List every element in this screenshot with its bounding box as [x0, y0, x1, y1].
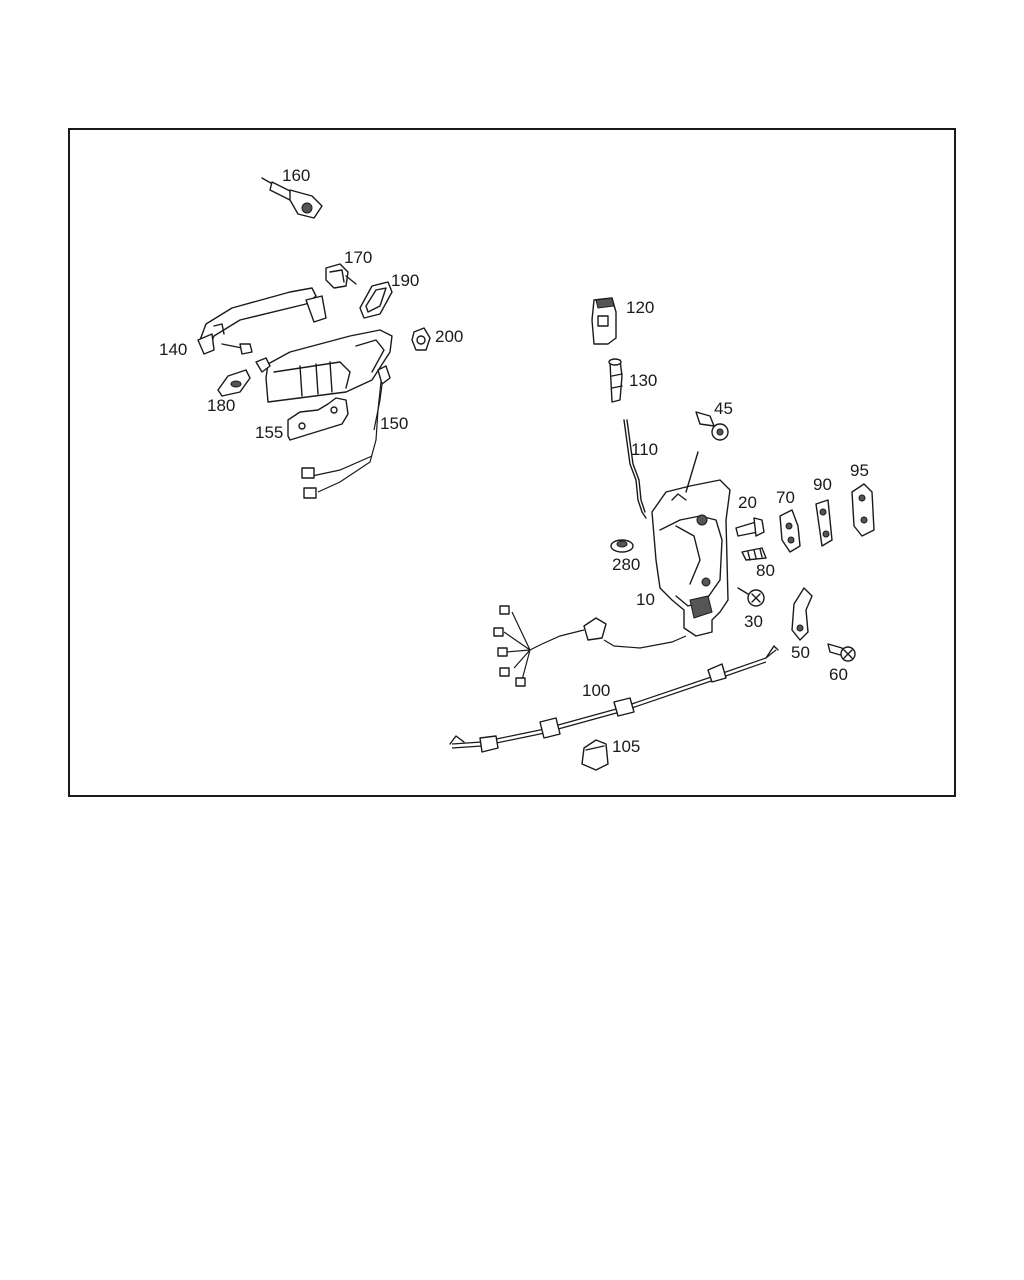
- part-140-door-handle[interactable]: [197, 287, 327, 355]
- label-180: 180: [207, 396, 235, 415]
- part-150-handle-carrier[interactable]: [265, 329, 393, 499]
- part-10-door-lock[interactable]: [603, 451, 731, 649]
- label-110: 110: [631, 440, 658, 459]
- label-190: 190: [391, 271, 419, 290]
- part-140-linkage[interactable]: [221, 343, 271, 373]
- part-105-clip[interactable]: [581, 739, 609, 771]
- part-90-plate[interactable]: [815, 499, 833, 547]
- label-130: 130: [629, 371, 657, 390]
- label-80: 80: [756, 561, 775, 580]
- label-50: 50: [791, 643, 810, 662]
- diagram-frame: [68, 128, 956, 797]
- label-280: 280: [612, 555, 640, 574]
- part-80-screw[interactable]: [741, 547, 767, 561]
- label-105: 105: [612, 737, 640, 756]
- part-30-screw[interactable]: [737, 587, 765, 607]
- label-140: 140: [159, 340, 187, 359]
- part-200-clip[interactable]: [411, 327, 431, 351]
- part-160-lock-cylinder[interactable]: [261, 177, 323, 219]
- part-95-bracket-plate[interactable]: [851, 483, 875, 537]
- label-45: 45: [714, 399, 733, 418]
- part-60-screw[interactable]: [827, 643, 856, 662]
- part-155-seal-plate[interactable]: [287, 397, 349, 441]
- label-20: 20: [738, 493, 757, 512]
- label-120: 120: [626, 298, 654, 317]
- label-155: 155: [255, 423, 283, 442]
- label-170: 170: [344, 248, 372, 267]
- wire-harness[interactable]: [493, 605, 607, 687]
- part-110-lock-rod[interactable]: [623, 419, 647, 519]
- label-10: 10: [636, 590, 655, 609]
- label-100: 100: [582, 681, 610, 700]
- label-70: 70: [776, 488, 795, 507]
- part-170-bracket[interactable]: [325, 263, 357, 289]
- label-60: 60: [829, 665, 848, 684]
- part-100-bowden-cable[interactable]: [449, 645, 779, 753]
- part-130-guide-sleeve[interactable]: [608, 358, 623, 403]
- label-160: 160: [282, 166, 310, 185]
- label-150: 150: [380, 414, 408, 433]
- label-95: 95: [850, 461, 869, 480]
- part-45-screw[interactable]: [695, 411, 729, 441]
- part-70-striker[interactable]: [779, 509, 801, 553]
- part-20-screw[interactable]: [735, 517, 765, 537]
- label-90: 90: [813, 475, 832, 494]
- part-120-cap[interactable]: [591, 297, 617, 345]
- label-30: 30: [744, 612, 763, 631]
- part-190-gasket[interactable]: [359, 281, 393, 319]
- part-280-grommet[interactable]: [610, 539, 634, 553]
- part-50-lever-plate[interactable]: [791, 587, 813, 641]
- label-200: 200: [435, 327, 463, 346]
- part-180-cover-cap[interactable]: [217, 369, 251, 397]
